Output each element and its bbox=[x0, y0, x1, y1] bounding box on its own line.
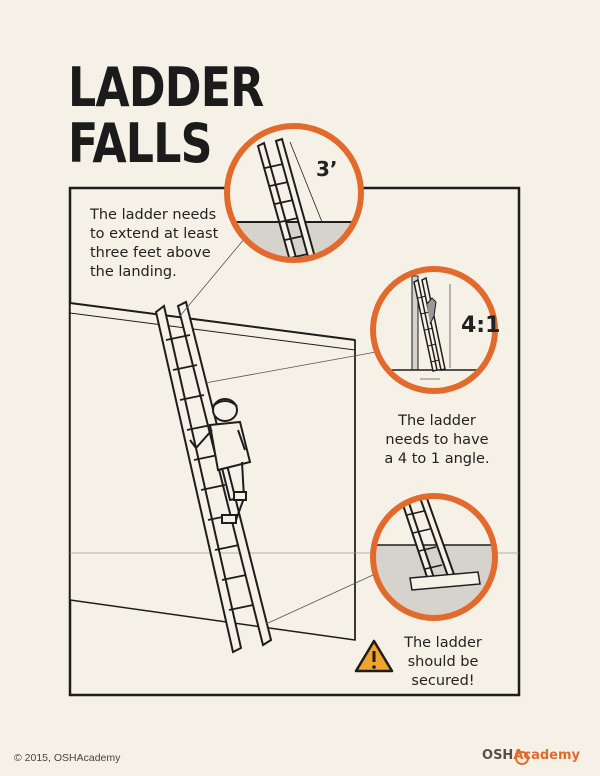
callout-secured-text: The ladder should be secured! bbox=[398, 634, 488, 691]
main-ladder bbox=[154, 300, 273, 654]
callout-secured-line-3: secured! bbox=[411, 673, 475, 689]
poster-title: LADDER FALLS bbox=[68, 56, 264, 175]
callout-angle-line-1: The ladder bbox=[398, 413, 476, 429]
oshacademy-logo-icon bbox=[515, 751, 530, 765]
callout-secured-line-2: should be bbox=[407, 654, 479, 670]
callout-secured-line-1: The ladder bbox=[404, 635, 482, 651]
brand-logo-part-2: Academy bbox=[513, 748, 580, 763]
copyright-text: © 2015, OSHAcademy bbox=[14, 752, 121, 764]
height-label: 3’ bbox=[316, 157, 338, 181]
callout-angle-text: The ladder needs to have a 4 to 1 angle. bbox=[382, 412, 492, 469]
title-line-2: FALLS bbox=[68, 112, 212, 175]
worker-figure bbox=[189, 398, 252, 524]
callout-extend-line-3: three feet above bbox=[90, 245, 211, 261]
callout-extend-line-4: the landing. bbox=[90, 264, 177, 280]
brand-logo: OSHAcademy bbox=[482, 748, 580, 763]
brand-logo-part-1: OSH bbox=[482, 748, 514, 763]
callout-secured-circle bbox=[370, 493, 498, 621]
callout-extend-text: The ladder needs to extend at least thre… bbox=[90, 206, 218, 282]
title-line-1: LADDER bbox=[68, 56, 264, 119]
warning-triangle-icon bbox=[354, 639, 394, 673]
callout-extend-line-1: The ladder needs bbox=[90, 207, 217, 223]
callout-angle-line-3: a 4 to 1 angle. bbox=[384, 451, 490, 467]
callout-extend-line-2: to extend at least bbox=[90, 226, 219, 242]
callout-angle-line-2: needs to have bbox=[385, 432, 489, 448]
ratio-label: 4:1 bbox=[461, 313, 501, 338]
wall bbox=[69, 302, 519, 641]
callout-angle-circle bbox=[370, 266, 498, 394]
leader-lines bbox=[179, 231, 377, 625]
